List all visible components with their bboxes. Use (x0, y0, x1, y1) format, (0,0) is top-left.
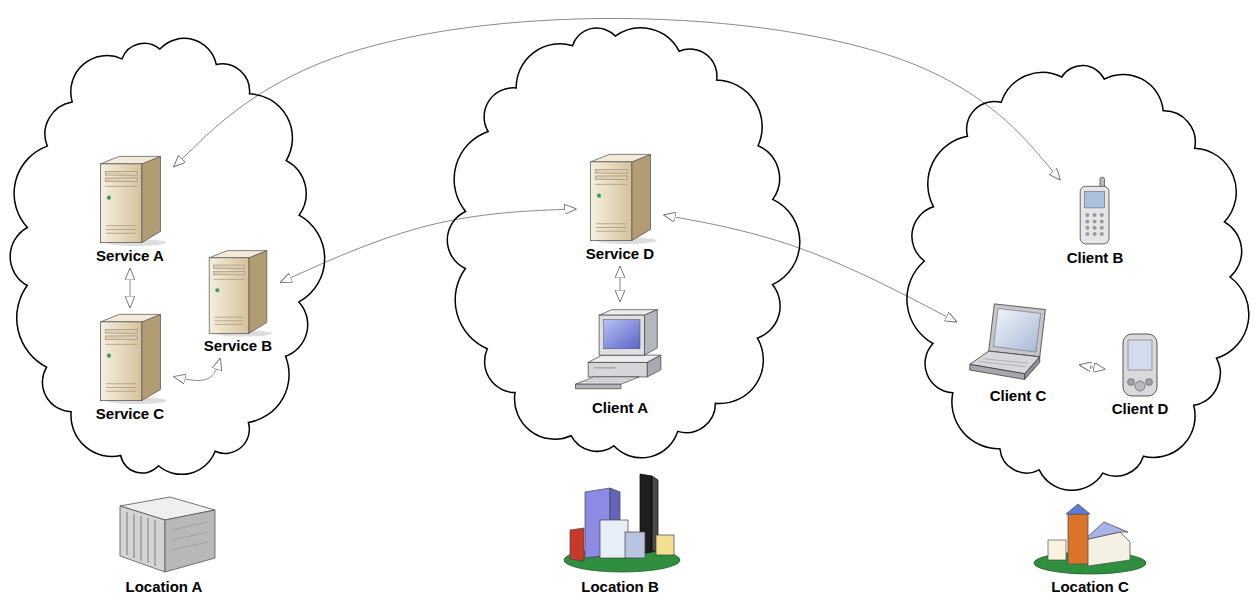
device-label: Client D (1112, 400, 1169, 418)
device-icon-image (1123, 334, 1157, 396)
network-link (1079, 365, 1106, 370)
location-label: Location A (126, 578, 203, 596)
church-tower (1068, 514, 1088, 564)
server-node: Service B (196, 245, 280, 358)
location-label: Location B (581, 578, 659, 596)
device-label: Client B (1067, 249, 1124, 267)
cloud-outline-path (447, 28, 800, 458)
device-label: Service A (96, 247, 164, 265)
church-village (1034, 504, 1146, 574)
device-icon-image (100, 156, 166, 246)
building (656, 535, 674, 555)
desktop-node: Client A (564, 302, 676, 420)
device-label: Service B (204, 337, 272, 355)
network-cloud: Location CClient BClient CClient D (900, 52, 1254, 500)
network-link (130, 268, 131, 308)
location-label: Location C (1051, 578, 1129, 596)
device-icon (93, 152, 168, 247)
network-link (280, 209, 577, 283)
side-face (165, 510, 215, 572)
device-icon-image (970, 304, 1046, 380)
cloud-outline (900, 52, 1254, 500)
device-icon (963, 302, 1073, 387)
building (570, 528, 584, 561)
network-link (174, 358, 221, 380)
network-cloud: Location BService DClient A (440, 12, 800, 470)
device-icon-image (590, 154, 656, 244)
cloud-outline-path (907, 66, 1249, 491)
building (625, 532, 645, 558)
house (1048, 540, 1066, 560)
pda-node: Client D (1106, 330, 1175, 421)
device-icon (1119, 332, 1161, 400)
device-icon-image (209, 251, 272, 337)
network-cloud: Location AService AService BService C (2, 25, 326, 490)
front-face (120, 506, 165, 572)
server-node: Service D (577, 148, 664, 266)
office-building (120, 497, 215, 572)
server-node: Service C (87, 308, 174, 426)
columns (127, 512, 155, 566)
spire (1066, 504, 1090, 514)
laptop-node: Client C (957, 300, 1079, 408)
city-skyline (564, 474, 680, 572)
server-node: Service A (87, 150, 174, 268)
device-icon-image (100, 314, 166, 404)
device-icon (583, 150, 658, 245)
device-label: Service D (586, 245, 654, 263)
device-label: Client C (990, 387, 1047, 405)
device-label: Client A (592, 399, 648, 417)
device-icon (202, 247, 274, 337)
network-link (620, 266, 621, 302)
device-icon-image (575, 310, 660, 389)
device-icon (570, 304, 670, 399)
roof (1084, 522, 1128, 540)
device-label: Service C (96, 405, 164, 423)
device-icon (93, 310, 168, 405)
cloud-outline-path (10, 38, 325, 474)
device-icon (1073, 174, 1118, 249)
building (600, 520, 628, 558)
windows (172, 522, 208, 550)
phone-node: Client B (1061, 172, 1130, 270)
device-icon-image (1080, 177, 1109, 244)
